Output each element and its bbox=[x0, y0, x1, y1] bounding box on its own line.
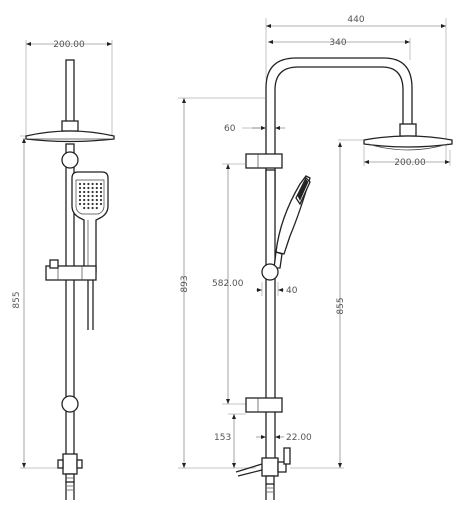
side-slide-range-dimension: 582.00 bbox=[212, 163, 246, 405]
side-head-height-label: 855 bbox=[336, 297, 346, 314]
front-height-label: 855 bbox=[12, 291, 22, 308]
side-inlet-offset-dimension: 22.00 bbox=[256, 433, 312, 443]
front-hand-shower-nozzles bbox=[78, 182, 103, 210]
nozzle-dot bbox=[91, 194, 94, 198]
side-curved-arm-inner bbox=[274, 66, 404, 200]
nozzle-dot bbox=[83, 190, 86, 194]
nozzle-dot bbox=[99, 186, 103, 190]
side-bottom-offset-label: 153 bbox=[214, 433, 231, 443]
side-slide-range-label: 582.00 bbox=[212, 279, 244, 289]
side-bracket-depth-dimension: 40 bbox=[256, 282, 298, 296]
nozzle-dot bbox=[87, 206, 90, 210]
side-riser-pipe bbox=[265, 169, 276, 461]
front-lower-joint bbox=[61, 395, 79, 413]
front-head-width-label: 200.00 bbox=[53, 40, 85, 50]
nozzle-dot bbox=[87, 198, 90, 202]
side-bracket-depth-label: 40 bbox=[286, 286, 298, 296]
nozzle-dot bbox=[99, 202, 103, 206]
nozzle-dot bbox=[78, 190, 82, 194]
side-lower-bracket bbox=[245, 397, 283, 413]
front-shower-head bbox=[25, 130, 115, 143]
front-head-width-dimension: 200.00 bbox=[25, 40, 113, 136]
side-overall-width-dimension: 440 bbox=[265, 15, 447, 160]
front-diverter-valve bbox=[57, 453, 83, 500]
front-upper-joint bbox=[61, 151, 79, 169]
side-diverter-valve bbox=[235, 447, 291, 500]
nozzle-dot bbox=[95, 202, 98, 206]
nozzle-dot bbox=[91, 186, 94, 190]
nozzle-dot bbox=[83, 206, 86, 210]
nozzle-dot bbox=[78, 198, 82, 202]
nozzle-dot bbox=[87, 202, 90, 206]
nozzle-dot bbox=[83, 182, 86, 186]
nozzle-dot bbox=[95, 206, 98, 210]
front-height-dimension: 855 bbox=[12, 135, 62, 469]
nozzle-dot bbox=[91, 198, 94, 202]
nozzle-dot bbox=[78, 186, 82, 190]
side-arm-offset-label: 60 bbox=[224, 124, 236, 134]
side-inlet-offset-label: 22.00 bbox=[286, 433, 312, 443]
front-hose bbox=[87, 280, 94, 330]
nozzle-dot bbox=[99, 190, 103, 194]
side-arm-offset-dimension: 60 bbox=[224, 124, 285, 134]
nozzle-dot bbox=[99, 182, 103, 186]
nozzle-dot bbox=[99, 198, 103, 202]
side-overall-width-label: 440 bbox=[347, 15, 364, 25]
nozzle-dot bbox=[91, 202, 94, 206]
side-total-height-dimension: 893 bbox=[178, 97, 266, 469]
side-head-height-dimension: 855 bbox=[290, 139, 364, 469]
side-curved-arm-outer bbox=[265, 57, 413, 200]
nozzle-dot bbox=[95, 182, 98, 186]
nozzle-dot bbox=[95, 194, 98, 198]
nozzle-dot bbox=[78, 202, 82, 206]
nozzle-dot bbox=[83, 194, 86, 198]
front-slider-bracket bbox=[45, 265, 97, 281]
nozzle-dot bbox=[78, 182, 82, 186]
nozzle-dot bbox=[95, 186, 98, 190]
front-top-pipe bbox=[65, 59, 75, 123]
front-hand-shower bbox=[71, 171, 109, 273]
side-arm-reach-dimension: 340 bbox=[268, 38, 411, 60]
side-head-width-dimension: 200.00 bbox=[363, 146, 451, 168]
side-arm-reach-label: 340 bbox=[329, 38, 346, 48]
nozzle-dot bbox=[99, 194, 103, 198]
side-bottom-offset-dimension: 153 bbox=[214, 413, 246, 468]
nozzle-dot bbox=[95, 198, 98, 202]
nozzle-dot bbox=[83, 202, 86, 206]
nozzle-dot bbox=[87, 194, 90, 198]
nozzle-dot bbox=[91, 182, 94, 186]
side-middle-joint bbox=[261, 263, 279, 281]
nozzle-dot bbox=[78, 194, 82, 198]
side-view: 440 340 200.00 bbox=[178, 15, 453, 500]
nozzle-dot bbox=[83, 198, 86, 202]
front-view: 200.00 855 bbox=[12, 40, 115, 500]
nozzle-dot bbox=[91, 190, 94, 194]
nozzle-dot bbox=[87, 186, 90, 190]
nozzle-dot bbox=[87, 190, 90, 194]
side-hand-shower bbox=[273, 175, 311, 269]
nozzle-dot bbox=[95, 190, 98, 194]
nozzle-dot bbox=[91, 206, 94, 210]
nozzle-dot bbox=[83, 186, 86, 190]
side-shower-head bbox=[363, 123, 453, 151]
side-head-width-label: 200.00 bbox=[394, 158, 426, 168]
side-upper-bracket bbox=[245, 153, 283, 169]
side-total-height-label: 893 bbox=[180, 275, 190, 292]
nozzle-dot bbox=[87, 182, 90, 186]
front-head-connector bbox=[61, 120, 79, 132]
front-slider-knob bbox=[49, 259, 59, 269]
